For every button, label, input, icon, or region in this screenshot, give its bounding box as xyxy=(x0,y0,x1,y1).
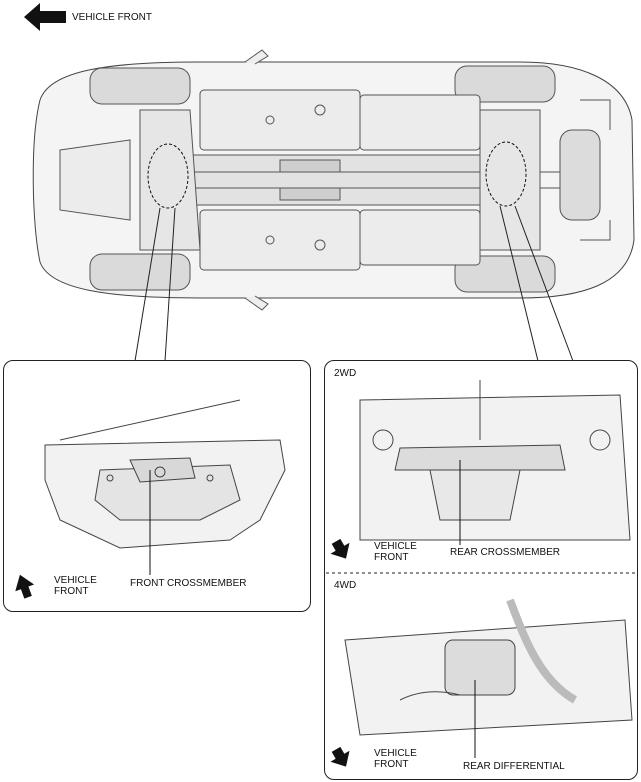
rear-differential-illustration xyxy=(344,598,633,736)
tag-4wd: 4WD xyxy=(334,580,357,591)
rear-4wd-direction-label: VEHICLE FRONT xyxy=(374,748,417,770)
rear-differential-label: REAR DIFFERENTIAL xyxy=(463,761,565,772)
vehicle-underbody xyxy=(32,49,635,311)
down-front-arrow-icon xyxy=(330,538,350,559)
rear-crossmember-highlight xyxy=(485,141,527,207)
down-front-arrow-icon xyxy=(330,746,350,767)
header-direction-label: VEHICLE FRONT xyxy=(72,12,153,23)
tag-2wd: 2WD xyxy=(334,368,357,379)
up-front-arrow-icon xyxy=(15,574,35,599)
front-right-wheel xyxy=(89,253,191,291)
front-crossmember-label: FRONT CROSSMEMBER xyxy=(130,578,247,589)
rear-crossmember-label: REAR CROSSMEMBER xyxy=(450,547,561,558)
rear-left-wheel xyxy=(454,65,556,103)
front-direction-label: VEHICLE FRONT xyxy=(54,575,97,597)
front-left-wheel xyxy=(89,67,191,105)
rear-crossmember-illustration xyxy=(359,380,631,541)
vehicle-front-arrow-icon xyxy=(24,3,66,31)
rear-2wd-direction-label: VEHICLE FRONT xyxy=(374,541,417,563)
front-crossmember-highlight xyxy=(147,143,189,209)
rear-right-wheel xyxy=(454,255,556,293)
front-crossmember-illustration xyxy=(44,399,286,549)
